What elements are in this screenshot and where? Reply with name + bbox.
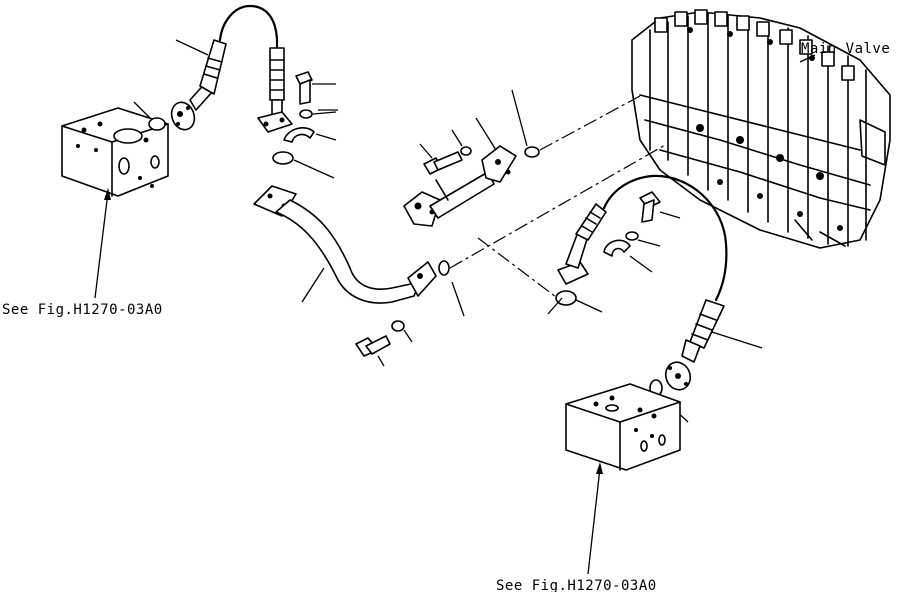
lower-valve-block (565, 383, 681, 471)
center-bent-pipe (253, 185, 437, 304)
bolt-set-lower-center (355, 320, 413, 367)
o-ring (148, 117, 166, 131)
see-fig-bottom-label: See Fig.H1270-03A0 (496, 578, 657, 592)
bolt-set-upper-center (419, 129, 472, 175)
o-ring (524, 146, 540, 158)
centerline-lower (449, 144, 666, 269)
hose-right (557, 174, 763, 391)
main-valve: Main Valve (631, 9, 891, 249)
o-ring (438, 260, 450, 276)
centerline-block (477, 237, 561, 301)
see-fig-left-label: See Fig.H1270-03A0 (2, 302, 163, 318)
o-ring (555, 290, 577, 306)
bolt-set-right (603, 191, 681, 273)
bolt-set-upper (272, 71, 337, 179)
main-valve-label: Main Valve (801, 41, 890, 57)
see-fig-bottom-arrow (587, 467, 601, 575)
centerline-upper (539, 95, 641, 151)
left-valve-block (61, 107, 169, 197)
hose-upper-left (170, 4, 293, 133)
see-fig-left-arrow (94, 191, 109, 299)
center-straight-pipe (403, 117, 517, 227)
